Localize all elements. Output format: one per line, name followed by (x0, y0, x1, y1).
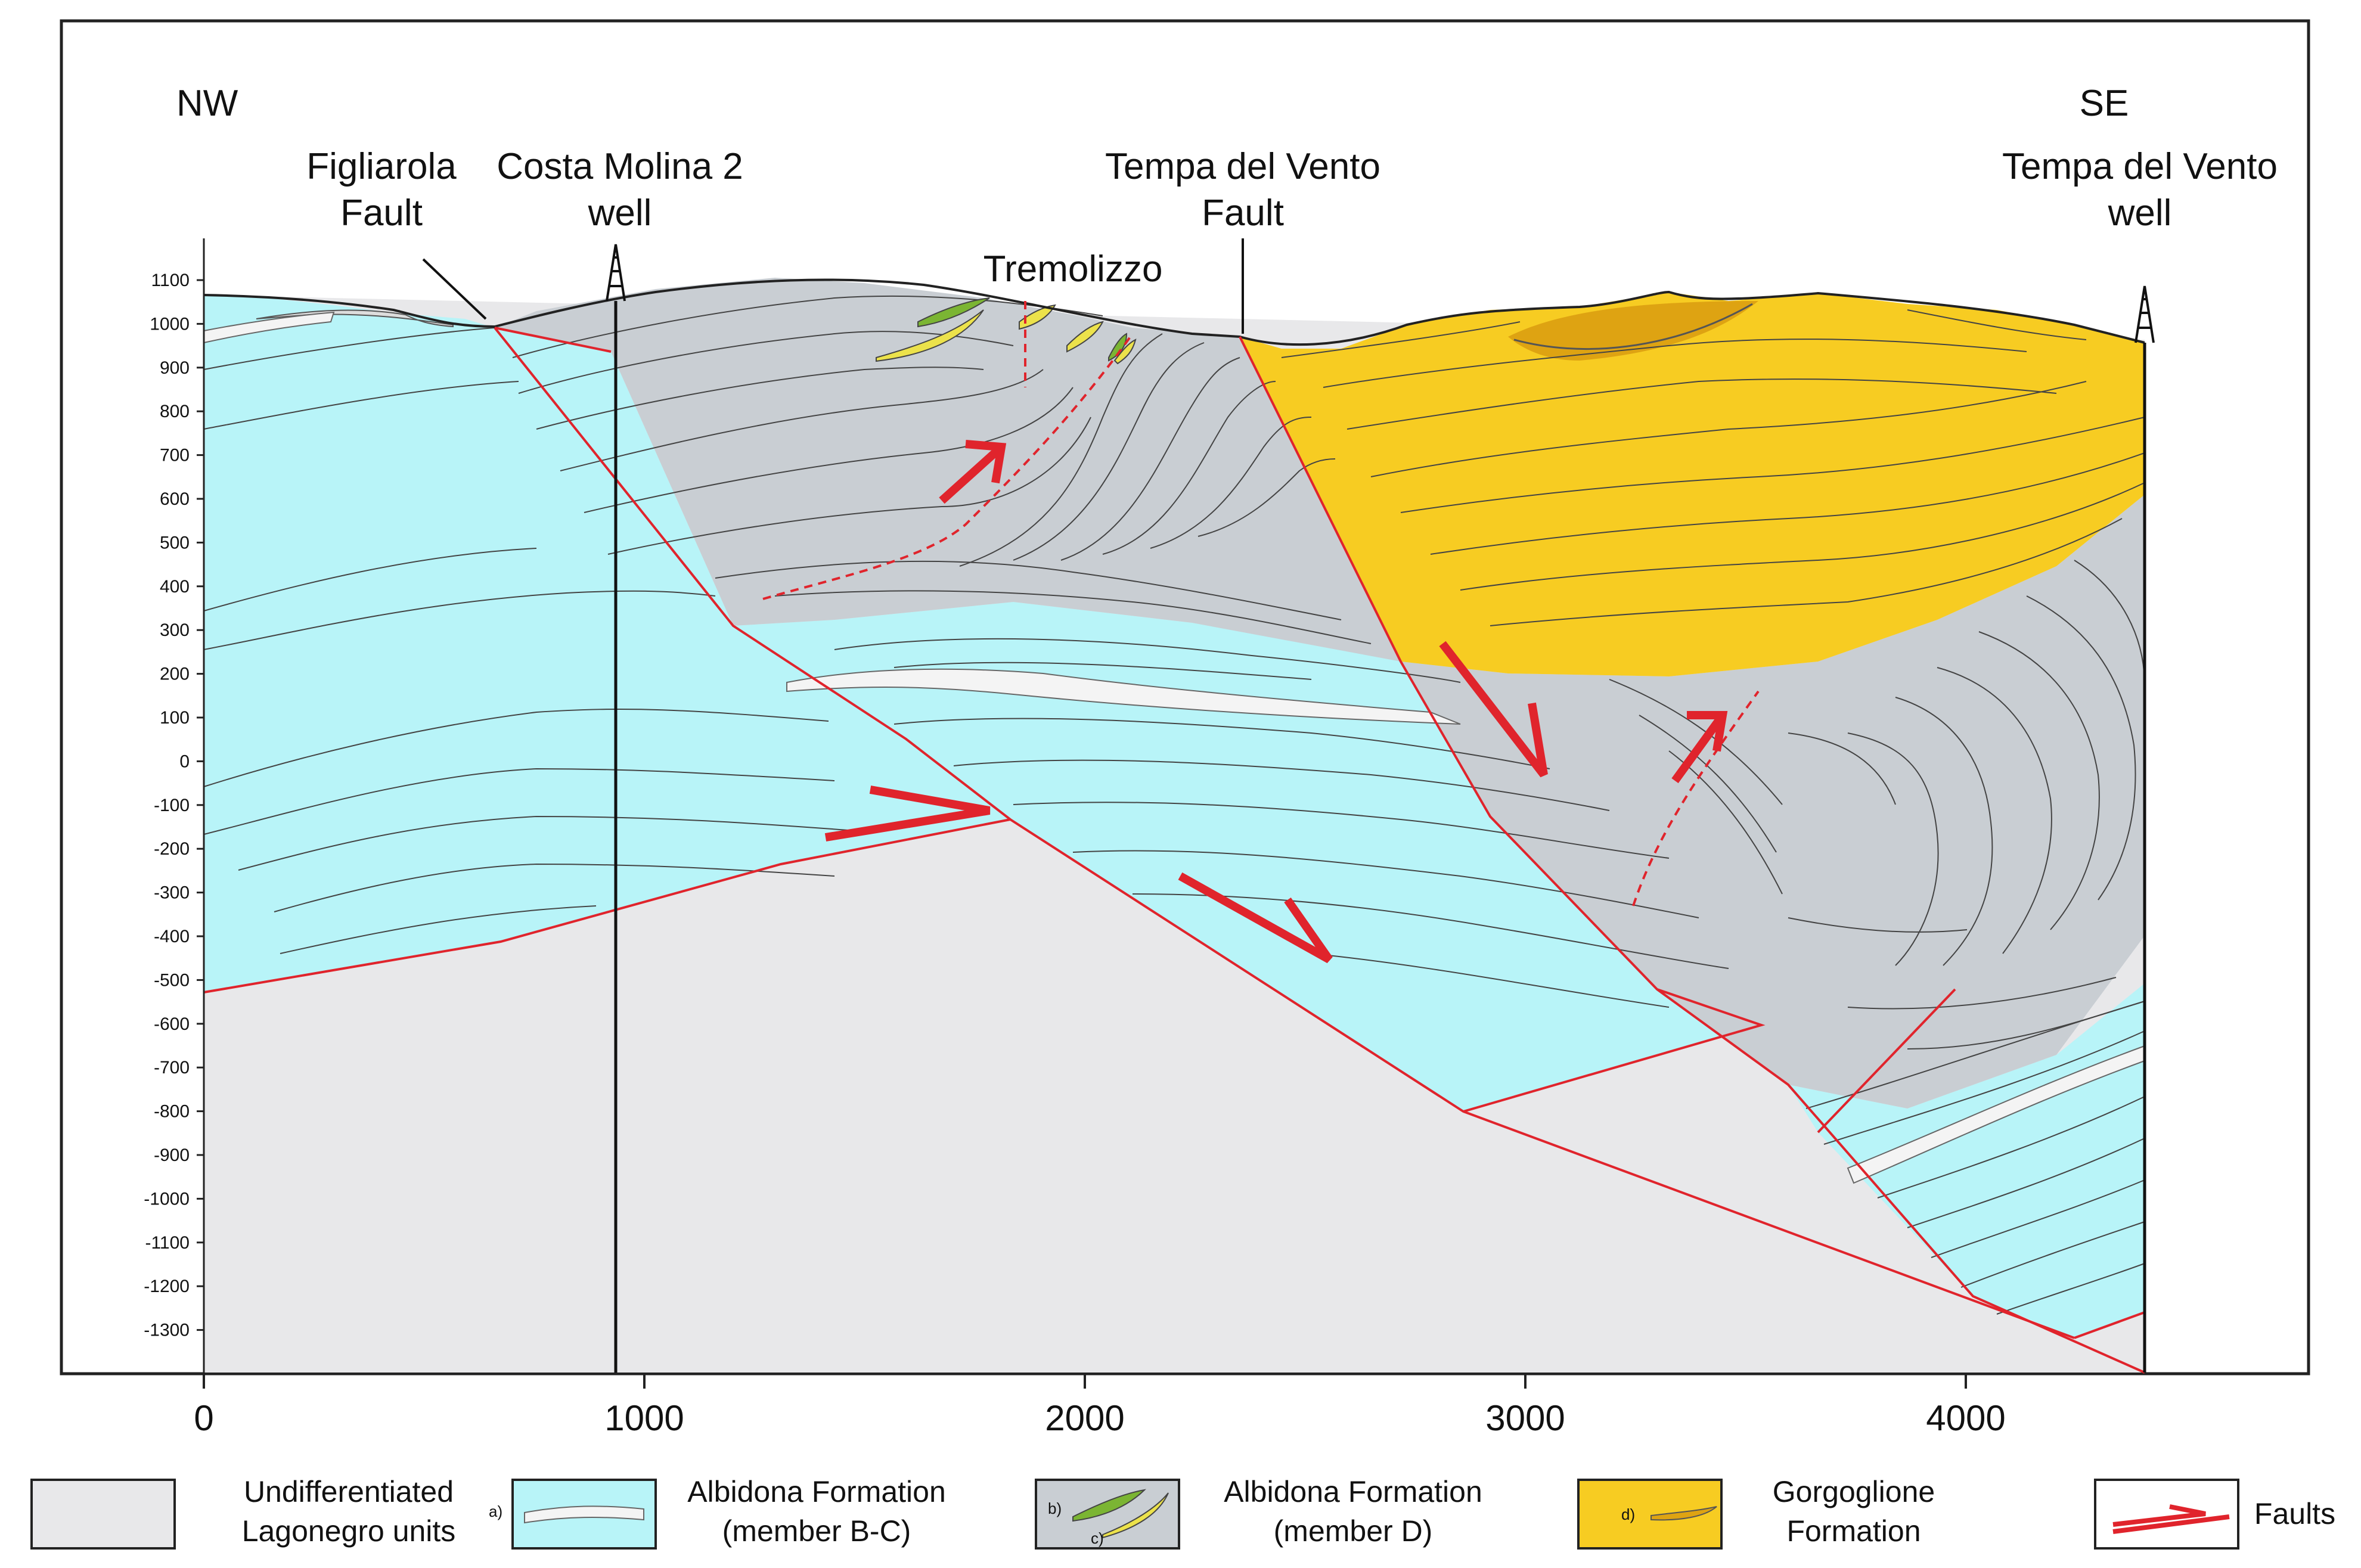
legend-swatch-faults (2094, 1479, 2239, 1550)
direction-nw: NW (176, 83, 238, 124)
dashed-faults (762, 301, 1760, 906)
y-tick-label: -1200 (144, 1277, 190, 1296)
x-tick-label: 1000 (604, 1398, 684, 1438)
direction-se: SE (2080, 83, 2129, 124)
tempa-fault-label-line2: Fault (1202, 192, 1284, 234)
legend-gorgoglione-line2: Formation (1786, 1514, 1921, 1548)
legend-mark-d: d) (1621, 1505, 1635, 1523)
figliarola-fault (494, 327, 2075, 1339)
gorgoglione-dark-lens (1508, 301, 1758, 361)
tempa-fault-label-line1: Tempa del Vento (1105, 146, 1380, 187)
geology (203, 278, 2145, 1373)
legend-mark-b: b) (1048, 1499, 1062, 1517)
basal-thrust (203, 818, 1011, 993)
y-tick-label: 200 (160, 665, 190, 684)
y-tick-label: -500 (154, 970, 190, 990)
x-tick-label: 3000 (1485, 1398, 1565, 1438)
costa-molina-well (606, 244, 626, 1373)
bedding-lines (203, 295, 2145, 1315)
y-tick-label: -200 (154, 839, 190, 859)
y-tick-label: -700 (154, 1058, 190, 1078)
figliarola-label-line1: Figliarola (306, 146, 457, 187)
legend-gorgoglione-line1: Gorgoglione (1773, 1475, 1935, 1508)
tremolizzo-label: Tremolizzo (984, 249, 1163, 290)
y-tick-label: 600 (160, 489, 190, 509)
faults (203, 327, 2145, 1374)
y-tick-label: 800 (160, 402, 190, 421)
legend-albidona-d-line2: (member D) (1274, 1514, 1433, 1548)
x-tick-label: 0 (194, 1398, 213, 1438)
albidona-bc-west-block (204, 295, 1010, 992)
figliarola-label-line2: Fault (340, 192, 423, 234)
surface-breccia (256, 309, 454, 328)
y-tick-label: 900 (160, 358, 190, 378)
legend-mark-a: a) (489, 1502, 502, 1520)
tempa-del-vento-well (2134, 285, 2155, 1373)
x-axis-ticks: 0 1000 2000 3000 4000 (194, 1374, 2006, 1438)
costa-molina-label-line1: Costa Molina 2 (497, 146, 743, 187)
y-tick-label: -400 (154, 927, 190, 946)
albidona-d-west-block (495, 278, 1401, 662)
minor-fault-3 (1817, 988, 1956, 1134)
y-tick-label: -100 (154, 796, 190, 815)
tempa-well-label-line1: Tempa del Vento (2002, 146, 2278, 187)
y-tick-label: 100 (160, 708, 190, 728)
minor-fault-2 (2074, 1311, 2145, 1339)
y-tick-label: 1000 (150, 314, 190, 334)
costa-molina-label-line2: well (588, 192, 652, 234)
legend: Undifferentiated Lagonegro units a) Albi… (30, 1475, 2335, 1550)
y-tick-label: 400 (160, 577, 190, 597)
y-tick-label: -600 (154, 1014, 190, 1034)
legend-lagonegro-line1: Undifferentiated (244, 1475, 454, 1508)
y-tick-label: -1300 (144, 1321, 190, 1340)
x-tick-label: 4000 (1926, 1398, 2005, 1438)
legend-albidona-d-line1: Albidona Formation (1224, 1475, 1482, 1508)
legend-lagonegro-line2: Lagonegro units (242, 1514, 456, 1548)
figliarola-leader (422, 258, 487, 320)
legend-swatch-albidona-d (1035, 1479, 1180, 1550)
y-tick-label: -900 (154, 1145, 190, 1165)
y-tick-label: -1000 (144, 1189, 190, 1209)
y-tick-label: 300 (160, 620, 190, 640)
x-tick-label: 2000 (1045, 1398, 1124, 1438)
y-axis-ticks: 110010009008007006005004003002001000-100… (144, 271, 204, 1340)
y-tick-label: 500 (160, 533, 190, 552)
legend-faults-label: Faults (2254, 1497, 2335, 1530)
gorgoglione-formation-area (1240, 292, 2145, 676)
y-tick-label: 0 (179, 752, 190, 771)
white-marker-bed-west (203, 311, 335, 344)
y-tick-label: -800 (154, 1102, 190, 1122)
y-tick-label: -300 (154, 883, 190, 903)
fault-arrows (824, 440, 1728, 964)
legend-mark-c: c) (1091, 1529, 1104, 1547)
albidona-d-lenses (876, 297, 1137, 365)
y-tick-label: 700 (160, 446, 190, 465)
tempa-well-label-line2: well (2108, 192, 2172, 234)
legend-albidona-bc-line2: (member B-C) (722, 1514, 911, 1548)
albidona-bc-southeast-block (1788, 936, 2145, 1338)
legend-fault-arrow-icon (2112, 1504, 2230, 1534)
y-tick-label: 1100 (151, 271, 190, 290)
minor-fault-1 (1463, 988, 1766, 1113)
legend-albidona-bc-line1: Albidona Formation (687, 1475, 946, 1508)
legend-swatch-lagonegro (30, 1479, 176, 1550)
y-tick-label: -1100 (145, 1233, 190, 1253)
topographic-surface (203, 278, 2145, 346)
albidona-d-east-block (1401, 495, 2145, 1109)
white-marker-bed-central (786, 668, 1461, 725)
